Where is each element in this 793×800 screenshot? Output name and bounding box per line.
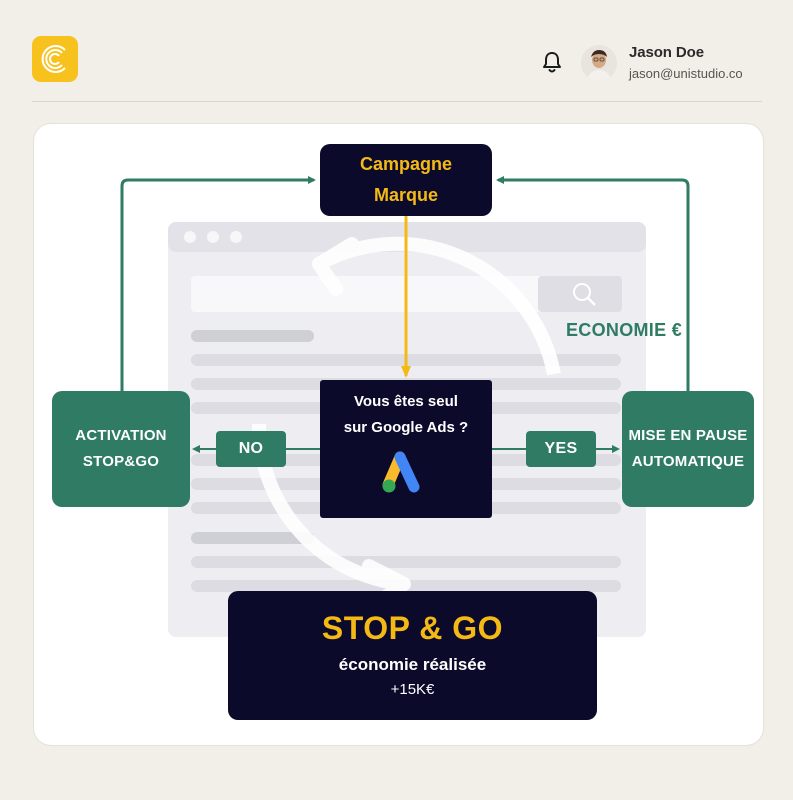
mise-en-pause-line2: AUTOMATIQUE (631, 453, 745, 470)
concentric-c-logo-icon (41, 45, 66, 73)
result-value: +15K€ (390, 680, 435, 698)
user-name: Jason Doe (629, 44, 704, 61)
google-ads-logo-icon (382, 451, 420, 493)
user-avatar[interactable] (581, 45, 617, 81)
economie-label: ECONOMIE € (566, 320, 683, 340)
question-box: Vous êtes seul sur Google Ads ? (320, 380, 492, 518)
yes-chip: YES (526, 431, 596, 467)
notification-bell-icon[interactable] (539, 49, 565, 75)
stop-and-go-result-box: STOP & GO économie réalisée +15K€ (228, 591, 597, 720)
header-divider (32, 101, 762, 102)
flow-diagram-graphics (120, 176, 690, 637)
campagne-marque-box: Campagne Marque (320, 144, 492, 216)
diagram-card: Campagne Marque ECONOMIE € ACTIVATION ST… (33, 123, 764, 746)
activation-stopgo-box: ACTIVATION STOP&GO (52, 391, 190, 507)
activation-line2: STOP&GO (82, 453, 160, 470)
left-loop-arrow (120, 176, 316, 391)
result-title: STOP & GO (321, 609, 504, 646)
campagne-label-line1: Campagne (359, 154, 453, 174)
app-logo[interactable] (32, 36, 78, 82)
activation-line1: ACTIVATION (75, 427, 167, 444)
user-email: jason@unistudio.co (629, 66, 743, 81)
result-subtitle: économie réalisée (338, 654, 487, 674)
campagne-label-line2: Marque (373, 185, 438, 205)
question-line1: Vous êtes seul (354, 393, 458, 410)
question-line2: sur Google Ads ? (343, 419, 469, 436)
no-chip: NO (216, 431, 286, 467)
right-loop-arrow (496, 176, 690, 391)
mise-en-pause-line1: MISE EN PAUSE (628, 427, 748, 444)
mise-en-pause-box: MISE EN PAUSE AUTOMATIQUE (622, 391, 754, 507)
